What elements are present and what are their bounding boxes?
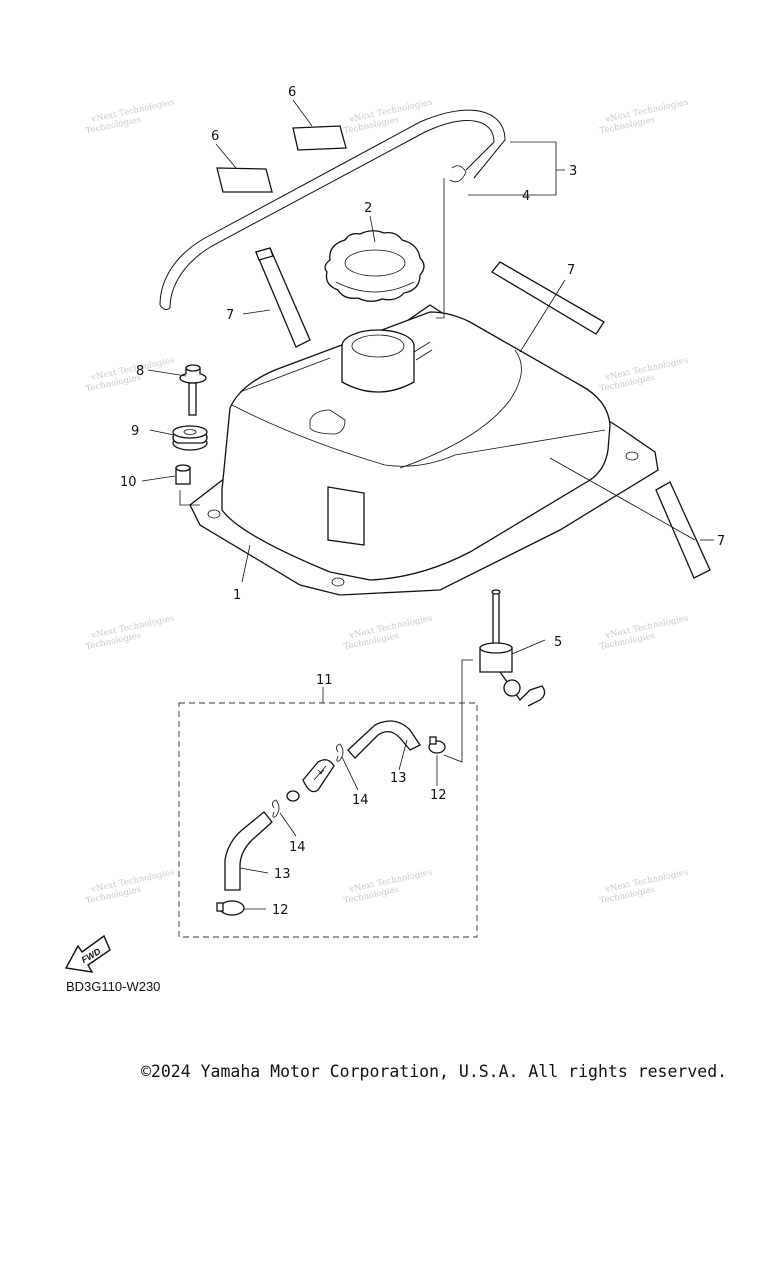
callout-1: 1 — [233, 588, 241, 603]
diagram-code: BD3G110-W230 — [66, 979, 161, 994]
leader-line — [179, 490, 200, 506]
mount-hole — [207, 509, 221, 519]
vent-nipple — [413, 341, 433, 361]
mount-hole — [625, 451, 639, 461]
callout-6: 6 — [211, 129, 219, 144]
tank-ridge — [239, 349, 522, 469]
callout-14: 14 — [289, 840, 306, 855]
callout-13: 13 — [390, 771, 407, 786]
callout-13: 13 — [274, 867, 291, 882]
tank-top-edge — [231, 404, 606, 467]
filler-cap — [324, 230, 425, 302]
fuel-hose-upper — [347, 720, 421, 759]
callout-4: 4 — [522, 189, 530, 204]
fuel-hose-lower — [224, 811, 273, 891]
filler-neck-body — [341, 346, 415, 393]
breather-hose-end — [159, 304, 171, 310]
hose-clip — [336, 743, 344, 762]
callout-3: 3 — [569, 164, 577, 179]
kit-boundary — [178, 702, 478, 938]
callout-7: 7 — [717, 534, 725, 549]
tank-label — [327, 486, 365, 546]
pad — [292, 125, 347, 151]
callout-14: 14 — [352, 793, 369, 808]
collar — [175, 464, 191, 485]
damper-strip — [491, 261, 605, 335]
fuel-cock — [479, 589, 546, 707]
leader-line — [436, 178, 445, 319]
callout-leaders — [141, 99, 714, 910]
bolt — [179, 364, 207, 416]
tank-body — [221, 311, 611, 581]
hose-clip — [449, 165, 467, 183]
hose-clamp — [428, 736, 446, 754]
damper-strip — [255, 247, 274, 261]
mount-hole — [331, 577, 345, 587]
callout-8: 8 — [136, 364, 144, 379]
callout-12: 12 — [430, 788, 447, 803]
grommet — [172, 425, 208, 451]
damper-strip — [255, 247, 311, 348]
filler-neck-inner — [351, 334, 405, 358]
copyright-notice: ©2024 Yamaha Motor Corporation, U.S.A. A… — [141, 1062, 728, 1081]
callout-5: 5 — [554, 635, 562, 650]
tank-recess — [309, 409, 346, 435]
hose-clip — [272, 799, 280, 818]
damper-strip — [655, 481, 711, 579]
callout-2: 2 — [364, 201, 372, 216]
breather-hose — [159, 109, 506, 306]
callouts: 1 2 3 4 5 6 6 7 7 7 8 9 10 11 12 12 13 1… — [120, 85, 725, 918]
callout-10: 10 — [120, 475, 137, 490]
pad — [216, 167, 273, 193]
callout-7: 7 — [226, 308, 234, 323]
hose-clamp — [216, 900, 245, 916]
callout-7: 7 — [567, 263, 575, 278]
callout-9: 9 — [131, 424, 139, 439]
fuel-filter — [286, 759, 335, 802]
breather-hose-outline — [169, 120, 495, 309]
fuel-tank — [189, 304, 659, 596]
callout-11: 11 — [316, 673, 333, 688]
callout-12: 12 — [272, 903, 289, 918]
callout-6: 6 — [288, 85, 296, 100]
fwd-arrow-icon: FWD — [64, 934, 111, 973]
leader-line — [443, 659, 473, 763]
